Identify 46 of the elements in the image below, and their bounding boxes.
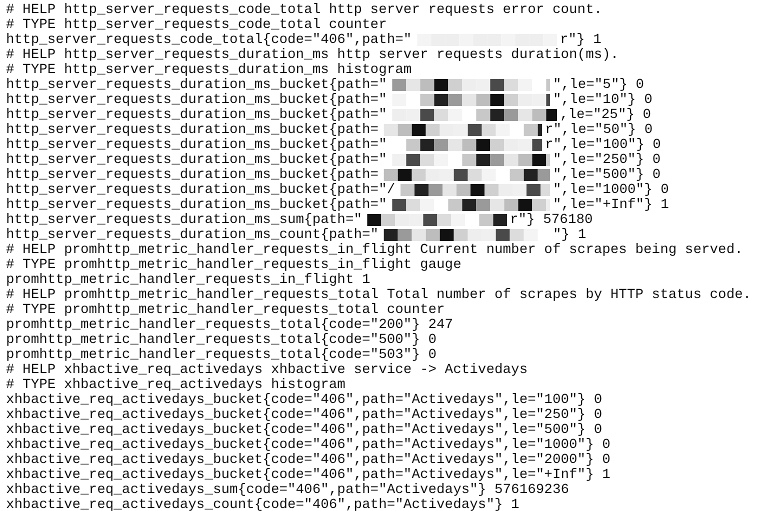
code-line: promhttp_metric_handler_requests_in_flight 1 (6, 273, 370, 288)
code-line: http_server_requests_duration_ms_bucket{path=" (6, 78, 387, 93)
code-line: ",le="10"} 0 (553, 93, 652, 108)
code-line: http_server_requests_duration_ms_bucket{path=" (6, 138, 387, 153)
code-line: xhbactive_req_activedays_bucket{code="406",path="Activedays",le="250"} 0 (6, 408, 602, 423)
code-line: ,le="25"} 0 (560, 108, 652, 123)
code-line: # TYPE promhttp_metric_handler_requests_in_flight gauge (6, 258, 462, 273)
code-line: ",le="+Inf"} 1 (553, 198, 669, 213)
code-line: promhttp_metric_handler_requests_total{code="503"} 0 (6, 348, 437, 363)
code-line: http_server_requests_duration_ms_bucket{path="/ (6, 183, 396, 198)
code-line: # HELP xhbactive_req_activedays xhbactive service -> Activedays (6, 363, 528, 378)
code-line: xhbactive_req_activedays_sum{code="406",path="Activedays"} 576169236 (6, 483, 570, 498)
code-line: http_server_requests_duration_ms_bucket{path=" (6, 108, 387, 123)
code-line: promhttp_metric_handler_requests_total{code="500"} 0 (6, 333, 437, 348)
code-line: xhbactive_req_activedays_bucket{code="406",path="Activedays",le="1000"} 0 (6, 438, 610, 453)
code-line: ",le="5"} 0 (553, 78, 644, 93)
code-line: # TYPE http_server_requests_duration_ms histogram (6, 63, 412, 78)
code-line: r",le="100"} 0 (545, 138, 661, 153)
code-line: http_server_requests_duration_ms_bucket{path=" (6, 93, 387, 108)
code-line: # HELP http_server_requests_code_total http server requests error count. (6, 3, 602, 18)
code-line: xhbactive_req_activedays_count{code="406",path="Activedays"} 1 (6, 498, 520, 511)
code-line: # TYPE xhbactive_req_activedays histogram (6, 378, 346, 393)
code-line: ",le="1000"} 0 (553, 183, 669, 198)
code-line: http_server_requests_duration_ms_sum{path=" (6, 213, 362, 228)
code-line: promhttp_metric_handler_requests_total{code="200"} 247 (6, 318, 454, 333)
code-line: ",le="250"} 0 (553, 153, 661, 168)
code-line: # HELP promhttp_metric_handler_requests_total Total number of scrapes by HTTP status code. (6, 288, 752, 303)
code-line: # TYPE http_server_requests_code_total counter (6, 18, 387, 33)
code-line: r"} 576180 (510, 213, 593, 228)
code-line: http_server_requests_duration_ms_bucket{path=" (6, 153, 387, 168)
code-line: http_server_requests_duration_ms_bucket{path= (6, 168, 379, 183)
code-line: xhbactive_req_activedays_bucket{code="406",path="Activedays",le="+Inf"} 1 (6, 468, 610, 483)
code-line: ",le="500"} 0 (553, 168, 661, 183)
code-line: http_server_requests_duration_ms_count{path=" (6, 228, 379, 243)
code-line: # TYPE promhttp_metric_handler_requests_total counter (6, 303, 445, 318)
code-line: http_server_requests_duration_ms_bucket{path= (6, 123, 379, 138)
code-line: r"} 1 (560, 33, 602, 48)
code-line: xhbactive_req_activedays_bucket{code="406",path="Activedays",le="500"} 0 (6, 423, 602, 438)
code-line: http_server_requests_code_total{code="406",path=" (6, 33, 412, 48)
code-line: http_server_requests_duration_ms_bucket{path=" (6, 198, 387, 213)
code-line: xhbactive_req_activedays_bucket{code="406",path="Activedays",le="100"} 0 (6, 393, 602, 408)
code-line: r",le="50"} 0 (545, 123, 653, 138)
code-line: xhbactive_req_activedays_bucket{code="406",path="Activedays",le="2000"} 0 (6, 453, 610, 468)
code-line: "} 1 (553, 228, 586, 243)
code-line: # HELP http_server_requests_duration_ms http server requests duration(ms). (6, 48, 619, 63)
code-line: # HELP promhttp_metric_handler_requests_in_flight Current number of scrapes being served. (6, 243, 743, 258)
